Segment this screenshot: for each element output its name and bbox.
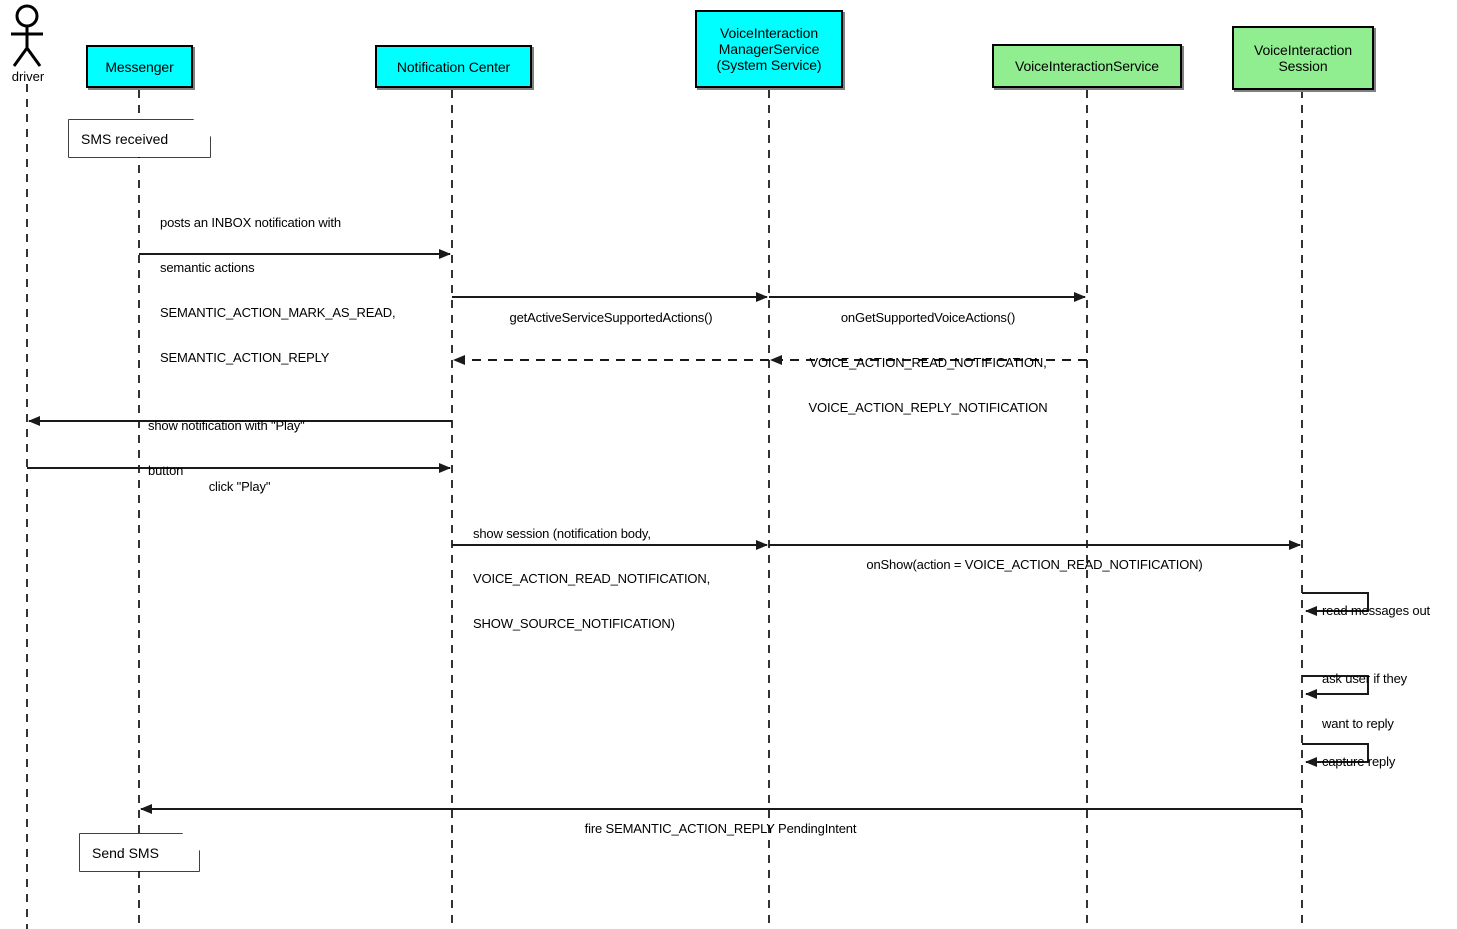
driver-actor-label: driver	[0, 69, 56, 84]
label-click-play-text: click "Play"	[208, 479, 271, 494]
label-self-ask-user-if-they-want-to-reply: ask user if they want to reply	[1322, 641, 1407, 761]
label-self-capture-reply-text: capture reply	[1322, 754, 1396, 769]
label-show-session-line-3: SHOW_SOURCE_NOTIFICATION)	[473, 616, 675, 631]
label-post-inbox-notification-line-3: SEMANTIC_ACTION_MARK_AS_READ,	[160, 305, 396, 320]
participant-vis-label-line-2: Session	[1278, 58, 1328, 74]
label-return-voice-actions: VOICE_ACTION_READ_NOTIFICATION, VOICE_AC…	[769, 325, 1087, 445]
label-show-session-line-1: show session (notification body,	[473, 526, 651, 541]
label-show-session: show session (notification body, VOICE_A…	[473, 496, 710, 661]
driver-actor-figure	[11, 4, 43, 67]
label-on-get-supported-voice-actions-text: onGetSupportedVoiceActions()	[840, 310, 1016, 325]
note-send-sms-text: Send SMS	[92, 844, 159, 861]
label-self-read-messages-out-text: read messages out	[1322, 603, 1431, 618]
label-get-active-service-supported-actions: getActiveServiceSupportedActions()	[452, 280, 770, 355]
participant-vims-label-line-3: (System Service)	[716, 57, 822, 73]
participant-voice-interaction-service-label: VoiceInteractionService	[1014, 58, 1159, 74]
label-self-capture-reply: capture reply	[1322, 724, 1395, 799]
participant-vims-label-line-2: ManagerService	[718, 41, 820, 57]
label-post-inbox-notification-line-2: semantic actions	[160, 260, 255, 275]
label-post-inbox-notification-line-4: SEMANTIC_ACTION_REPLY	[160, 350, 330, 365]
label-get-active-service-supported-actions-text: getActiveServiceSupportedActions()	[509, 310, 713, 325]
participant-messenger[interactable]: Messenger	[86, 45, 193, 88]
label-on-get-supported-voice-actions: onGetSupportedVoiceActions()	[769, 280, 1087, 355]
participant-vis-label-line-1: VoiceInteraction	[1253, 42, 1353, 58]
note-sms-received-text: SMS received	[81, 130, 169, 147]
participant-voice-interaction-service[interactable]: VoiceInteractionService	[992, 44, 1182, 88]
label-self-ask-user-line-2: want to reply	[1322, 716, 1394, 731]
label-post-inbox-notification: posts an INBOX notification with semanti…	[160, 185, 396, 395]
label-fire-semantic-action-reply-text: fire SEMANTIC_ACTION_REPLY PendingIntent	[584, 821, 857, 836]
label-self-read-messages-out: read messages out	[1322, 573, 1430, 648]
note-send-sms: Send SMS	[80, 834, 199, 871]
label-post-inbox-notification-line-1: posts an INBOX notification with	[160, 215, 341, 230]
label-click-play: click "Play"	[27, 449, 452, 524]
participant-voice-interaction-session[interactable]: VoiceInteraction Session	[1232, 26, 1374, 90]
note-sms-received: SMS received	[69, 120, 210, 157]
label-show-session-line-2: VOICE_ACTION_READ_NOTIFICATION,	[473, 571, 711, 586]
label-return-voice-actions-line-2: VOICE_ACTION_REPLY_NOTIFICATION	[808, 400, 1048, 415]
driver-actor-label-text: driver	[11, 69, 45, 84]
label-self-ask-user-line-1: ask user if they	[1322, 671, 1408, 686]
label-show-notification-line-2: button	[148, 463, 184, 478]
participant-notification-center[interactable]: Notification Center	[375, 45, 532, 88]
label-show-notification-with-play-button: show notification with "Play" button	[148, 388, 305, 508]
participant-messenger-label: Messenger	[105, 58, 174, 75]
label-return-voice-actions-line-1: VOICE_ACTION_READ_NOTIFICATION,	[809, 355, 1047, 370]
label-fire-semantic-action-reply-pending-intent: fire SEMANTIC_ACTION_REPLY PendingIntent	[139, 791, 1302, 866]
label-on-show-action: onShow(action = VOICE_ACTION_READ_NOTIFI…	[769, 527, 1300, 602]
participant-voice-interaction-manager-service[interactable]: VoiceInteraction ManagerService (System …	[695, 10, 843, 88]
participant-vims-label-line-1: VoiceInteraction	[719, 25, 819, 41]
label-show-notification-line-1: show notification with "Play"	[148, 418, 305, 433]
label-on-show-action-text: onShow(action = VOICE_ACTION_READ_NOTIFI…	[866, 557, 1203, 572]
participant-notification-center-label: Notification Center	[396, 58, 511, 75]
